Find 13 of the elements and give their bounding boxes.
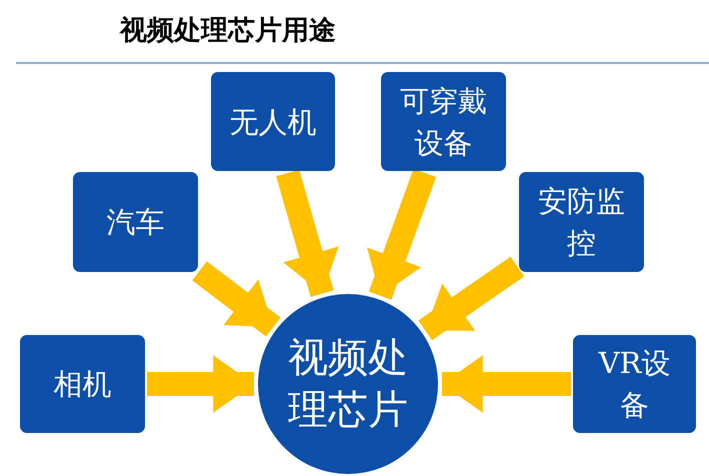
title: 视频处理芯片用途: [120, 14, 336, 48]
arrow: [147, 355, 254, 413]
category-box: 可穿戴设备: [381, 72, 506, 171]
category-box: VR设备: [573, 335, 696, 433]
category-box: 相机: [20, 335, 145, 433]
category-box: 汽车: [73, 172, 198, 272]
category-box: 无人机: [211, 72, 335, 171]
arrow: [442, 355, 571, 413]
arrow: [367, 168, 436, 300]
center-circle: 视频处理芯片: [258, 294, 438, 474]
arrow: [192, 261, 281, 337]
arrow: [276, 170, 339, 297]
category-box: 安防监控: [519, 172, 644, 272]
